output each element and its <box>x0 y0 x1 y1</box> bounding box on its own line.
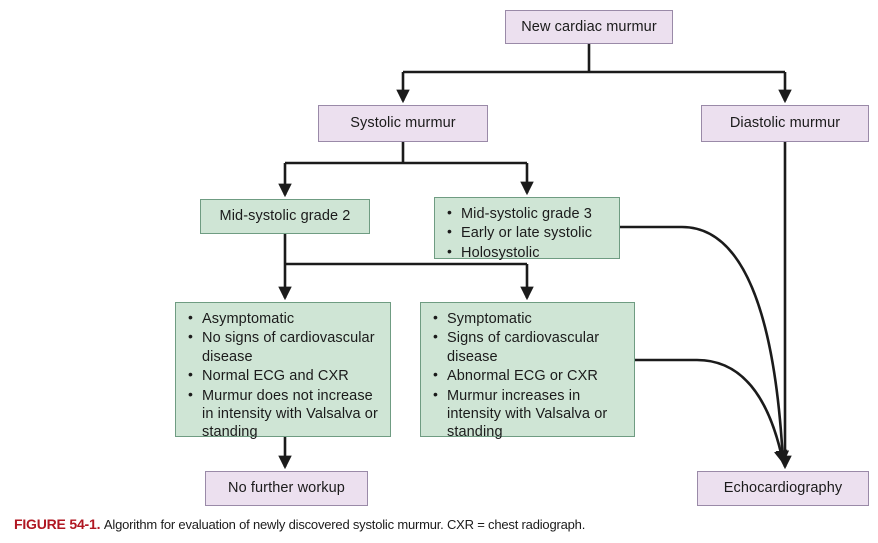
figure-caption: FIGURE 54-1. Algorithm for evaluation of… <box>14 516 864 534</box>
node-mid-systolic-grade-3[interactable]: Mid-systolic grade 3Early or late systol… <box>434 197 620 262</box>
node-label: Diastolic murmur <box>729 115 841 132</box>
node-bullet-list: AsymptomaticNo signs of cardiovascular d… <box>188 309 380 442</box>
node-diastolic-murmur[interactable]: Diastolic murmur <box>701 105 869 142</box>
node-bullet-list: SymptomaticSigns of cardiovascular disea… <box>433 309 624 442</box>
list-item: Murmur increases in intensity with Valsa… <box>433 386 624 442</box>
list-item: No signs of cardiovascular disease <box>188 328 380 366</box>
node-label: Mid-systolic grade 2 <box>219 208 351 225</box>
list-item: Abnormal ECG or CXR <box>433 366 624 385</box>
list-item: Holosystolic <box>447 243 609 262</box>
list-item: Asymptomatic <box>188 309 380 328</box>
list-item: Murmur does not increase in intensity wi… <box>188 386 380 442</box>
node-label: Echocardiography <box>723 480 843 497</box>
node-systolic-murmur[interactable]: Systolic murmur <box>318 105 488 142</box>
list-item: Mid-systolic grade 3 <box>447 204 609 223</box>
figure-number: FIGURE 54-1. <box>14 516 101 532</box>
edge-g3-to-echo <box>620 225 790 465</box>
node-mid-systolic-grade-2[interactable]: Mid-systolic grade 2 <box>200 199 370 234</box>
list-item: Symptomatic <box>433 309 624 328</box>
node-echocardiography[interactable]: Echocardiography <box>697 471 869 506</box>
node-concerning-features[interactable]: SymptomaticSigns of cardiovascular disea… <box>420 302 635 440</box>
edge-concerning-to-echo <box>635 358 788 465</box>
node-label: No further workup <box>228 480 345 497</box>
list-item: Signs of cardiovascular disease <box>433 328 624 366</box>
node-label: Systolic murmur <box>350 115 456 132</box>
node-new-cardiac-murmur[interactable]: New cardiac murmur <box>505 10 673 44</box>
list-item: Normal ECG and CXR <box>188 366 380 385</box>
node-no-further-workup[interactable]: No further workup <box>205 471 368 506</box>
node-label: New cardiac murmur <box>521 18 657 35</box>
list-item: Early or late systolic <box>447 223 609 242</box>
node-bullet-list: Mid-systolic grade 3Early or late systol… <box>447 204 609 262</box>
node-benign-features[interactable]: AsymptomaticNo signs of cardiovascular d… <box>175 302 391 440</box>
figure-caption-text: Algorithm for evaluation of newly discov… <box>103 517 586 532</box>
